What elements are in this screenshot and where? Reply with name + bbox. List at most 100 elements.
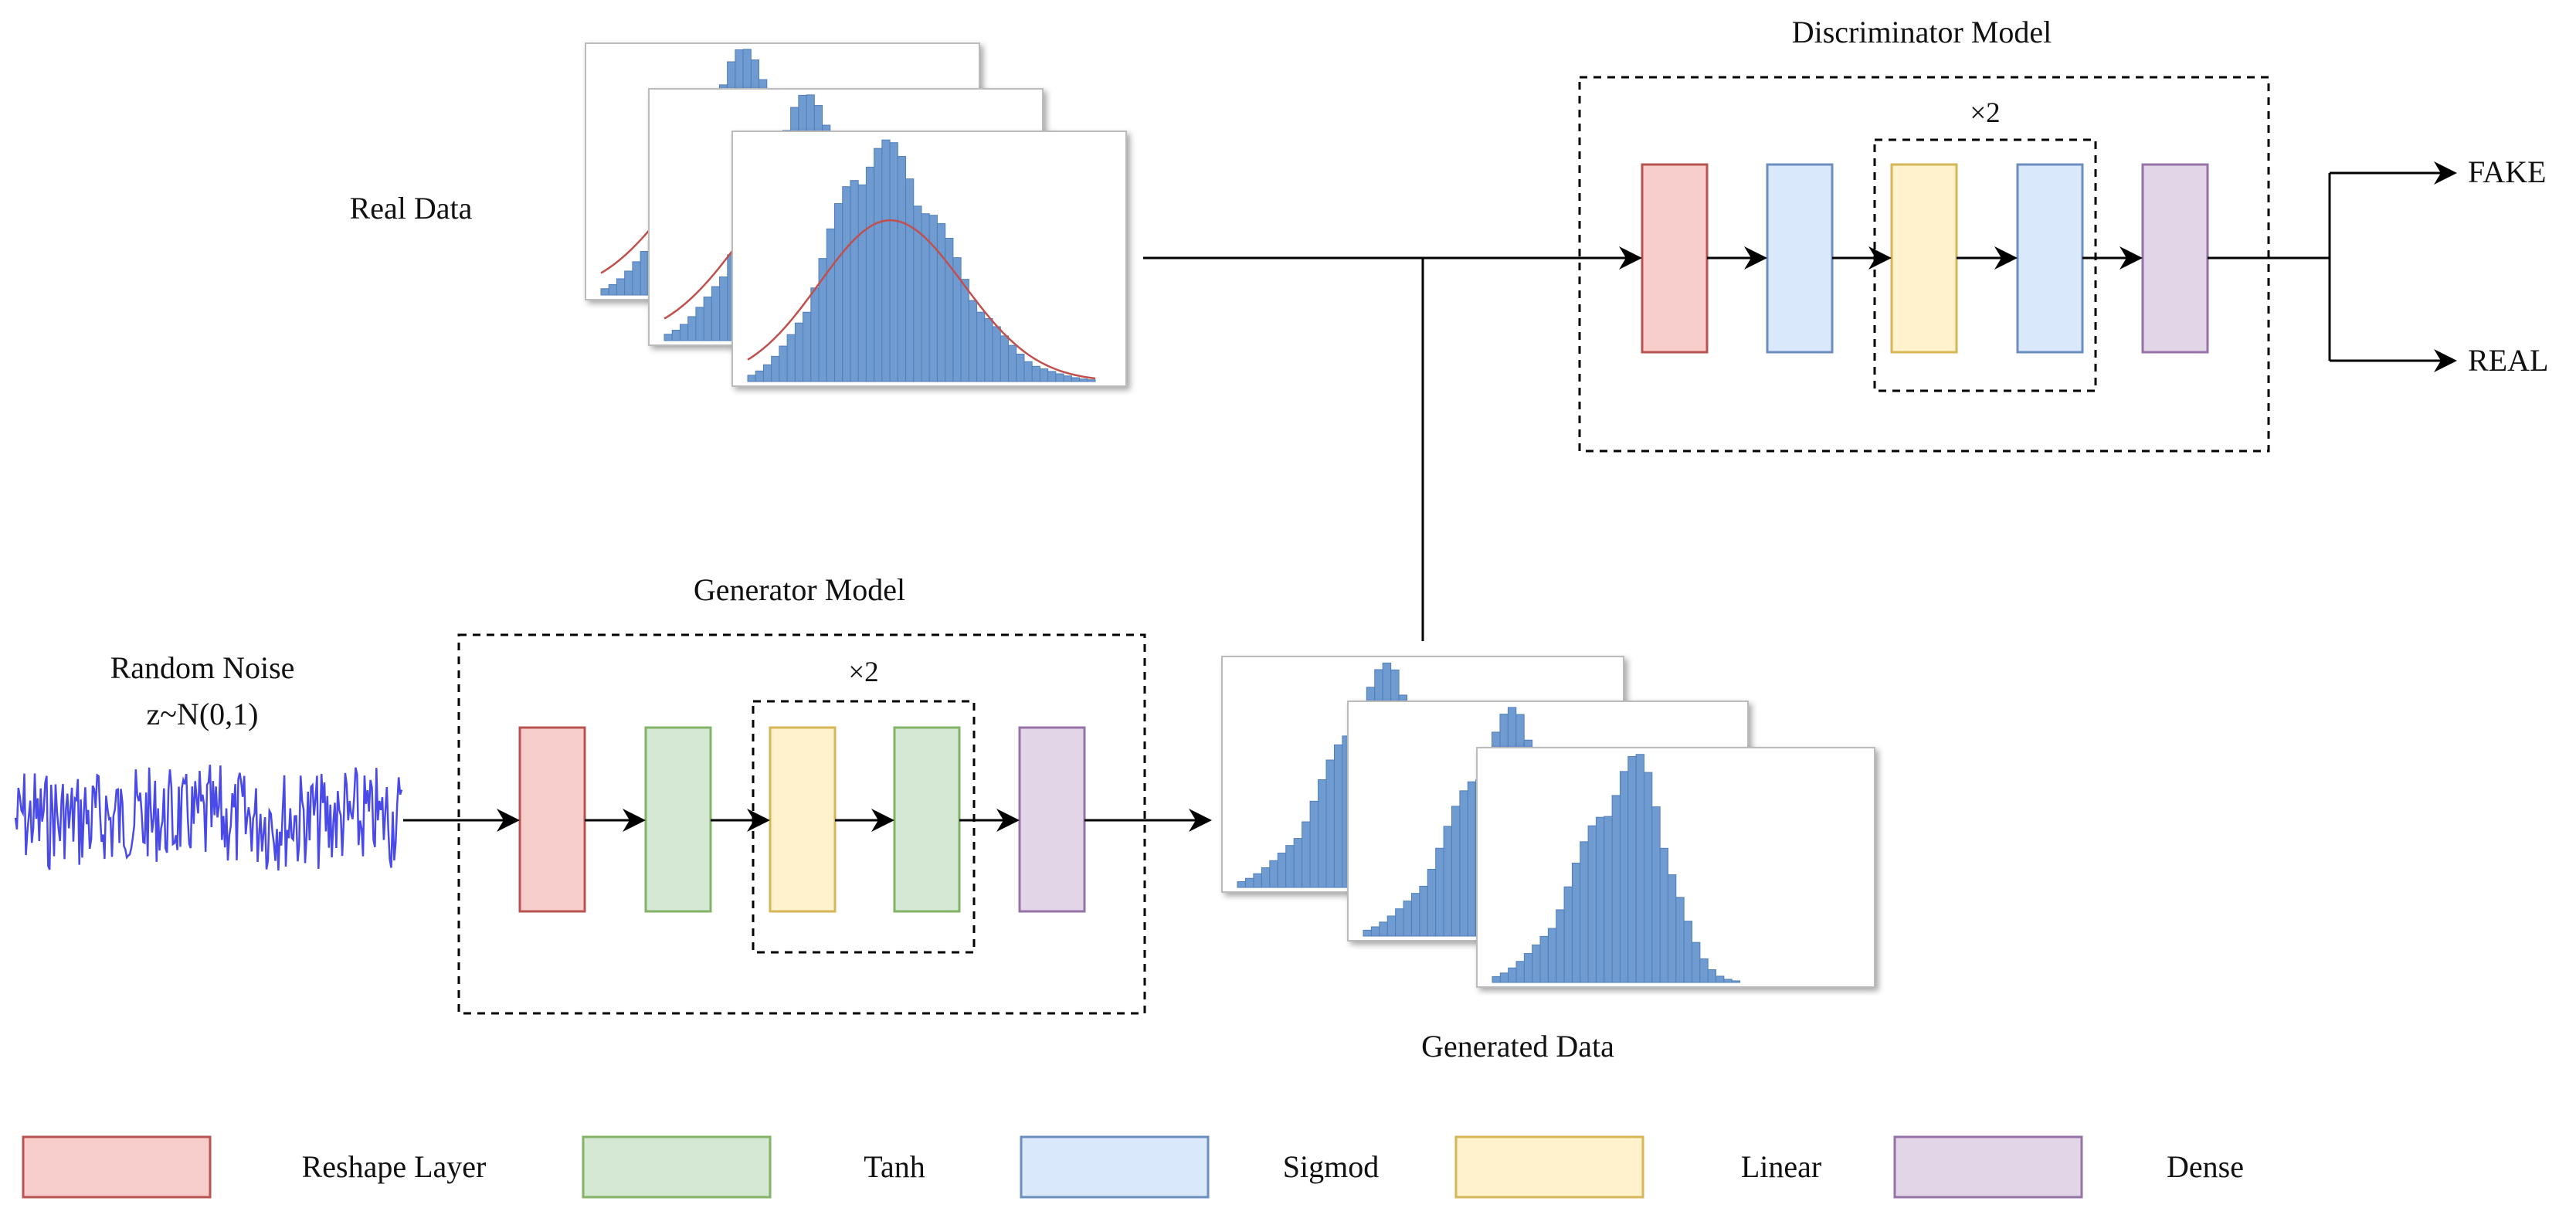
histogram-bar [1587, 825, 1597, 983]
histogram-bar [1723, 979, 1733, 983]
histogram-bar [1580, 841, 1589, 983]
random-noise-label: Random Noise [110, 650, 295, 685]
discriminator-sigmod-layer-1 [1766, 163, 1834, 354]
histogram-bar [1563, 886, 1573, 983]
histogram-bar [1539, 935, 1549, 983]
histogram-bar [1435, 847, 1444, 937]
generator-reshape-layer [518, 726, 586, 913]
histogram-bar [1547, 928, 1557, 983]
discriminator-dense-layer [2141, 163, 2209, 354]
histogram-bar [1611, 795, 1621, 983]
histogram-bar [803, 311, 812, 382]
histogram-bar [1087, 379, 1096, 382]
histogram-bar [1459, 790, 1468, 937]
legend-swatch-reshape [22, 1135, 212, 1199]
generator-model-title: Generator Model [694, 572, 905, 607]
legend-swatch-tanh [582, 1135, 772, 1199]
histogram-bar [1451, 806, 1461, 937]
discriminator-arrows [1143, 161, 2457, 641]
discriminator-model-box [1578, 76, 2270, 453]
histogram-bar [1675, 897, 1685, 983]
histogram-bar [905, 178, 915, 382]
histogram-bar [664, 334, 673, 341]
histogram-bar [1571, 863, 1581, 983]
histogram-bar [794, 322, 804, 382]
generator-repeat-label: ×2 [848, 656, 878, 688]
histogram-bar [936, 222, 946, 382]
histogram-bar [624, 270, 633, 296]
histogram-bar [1643, 772, 1653, 983]
output-real-label: REAL [2468, 343, 2548, 378]
legend-swatch-linear [1454, 1135, 1644, 1199]
random-noise-distribution: z~N(0,1) [147, 697, 259, 731]
discriminator-sigmod-layer-2 [2016, 163, 2084, 354]
legend-label-linear: Linear [1741, 1149, 1821, 1184]
generator-tanh-layer-2 [893, 726, 961, 913]
histogram-bar [945, 237, 954, 382]
histogram-bar [1318, 779, 1327, 888]
histogram-bar [1269, 860, 1278, 888]
real-data-label: Real Data [350, 191, 473, 226]
discriminator-model-title: Discriminator Model [1792, 15, 2052, 49]
histogram-bar [1237, 881, 1246, 888]
histogram-bar [976, 311, 986, 382]
histogram-bar [865, 166, 875, 382]
histogram-bar [1635, 754, 1644, 983]
histogram-bar [1031, 365, 1040, 382]
histogram-bar [1293, 838, 1303, 888]
histogram-bar [771, 355, 780, 382]
histogram-bar [928, 215, 938, 382]
histogram-bar [1055, 373, 1064, 382]
histogram-bar [1047, 371, 1057, 382]
histogram-bar [1379, 921, 1388, 937]
histogram-bar [874, 148, 883, 382]
histogram-bar [1023, 361, 1033, 382]
generated-data-label: Generated Data [1421, 1029, 1614, 1064]
histogram-bar [1277, 852, 1287, 888]
histogram-bar [1386, 915, 1397, 937]
histogram-bar [640, 250, 649, 296]
legend-swatch-sigmod [1020, 1135, 1210, 1199]
real-data-stack [585, 42, 1127, 387]
generated-data-stack [1221, 656, 1875, 988]
histogram-bar [1515, 961, 1525, 983]
histogram-bar [719, 277, 728, 341]
histogram-bar [1285, 845, 1295, 888]
histogram-bar [1395, 908, 1404, 937]
legend-label-reshape: Reshape Layer [302, 1149, 487, 1184]
histogram-bar [747, 375, 756, 382]
histogram-bar [1000, 335, 1009, 382]
histogram-bar [1523, 953, 1533, 983]
histogram-bar [960, 279, 969, 382]
histogram-bar [1039, 368, 1049, 382]
histogram-bar [1016, 354, 1025, 382]
histogram-bar [842, 186, 851, 382]
histogram-bar [1261, 867, 1271, 888]
histogram-bar [671, 330, 680, 341]
histogram-bar [1604, 816, 1613, 983]
histogram-bar [1325, 759, 1335, 888]
generator-linear-layer [769, 726, 837, 913]
histogram-bar [1668, 874, 1677, 983]
histogram-bar [1692, 941, 1701, 983]
legend: Reshape Layer Tanh Sigmod Linear Dense [22, 1135, 2244, 1199]
histogram-bar [632, 261, 641, 296]
legend-label-dense: Dense [2167, 1149, 2244, 1184]
generated-data-histogram-3 [1476, 747, 1875, 988]
histogram-bar [1595, 816, 1605, 983]
histogram-bar [1619, 771, 1629, 983]
histogram-bar [810, 287, 820, 382]
generator-model-box [457, 633, 1146, 1015]
histogram-bar [881, 139, 891, 382]
histogram-bar [1492, 975, 1501, 983]
histogram-bar [1333, 744, 1343, 888]
histogram-bar [1079, 378, 1088, 382]
histogram-bar [616, 278, 626, 296]
histogram-bar [1419, 885, 1428, 937]
histogram-bar [1071, 377, 1081, 382]
histogram-bar [834, 203, 843, 382]
histogram-bar [850, 180, 859, 382]
histogram-bar [889, 142, 898, 382]
histogram-bar [857, 184, 867, 382]
histogram-bar [1707, 969, 1717, 983]
